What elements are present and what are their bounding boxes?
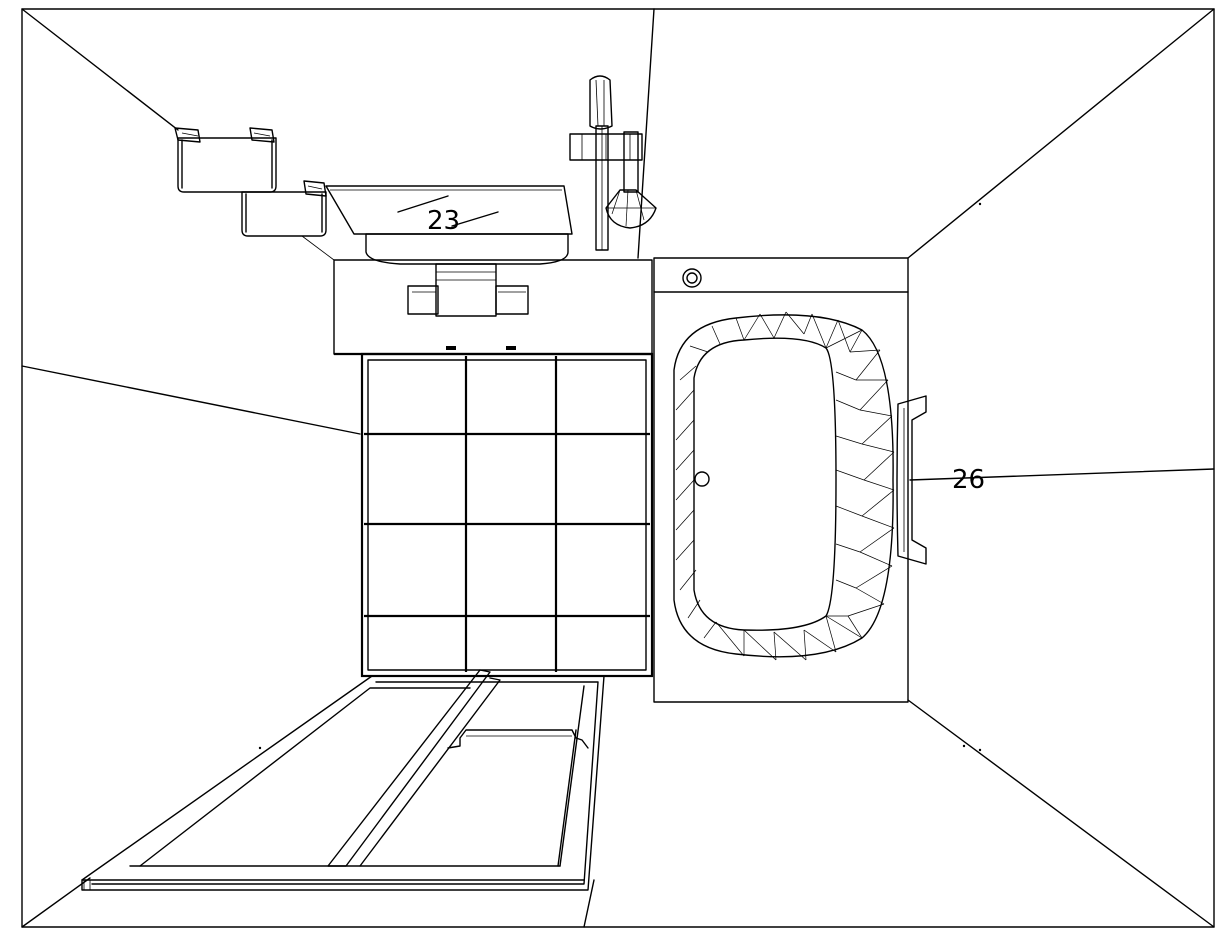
bathtub: 26 [653,257,985,703]
shower-fixtures [569,75,657,251]
room-outer-frame [21,8,1215,928]
sink: 23 [325,185,573,265]
shower-floor-tiles [360,352,654,678]
perspective-lines [21,8,1215,928]
vanity-counter [333,259,653,356]
bathtub-callout-label: 26 [952,465,985,495]
sliding-door [81,669,605,891]
wall-shelf-lower [241,180,327,237]
corner-marks [258,202,982,752]
sink-callout-label: 23 [427,206,460,236]
wall-shelf-upper [174,127,277,193]
